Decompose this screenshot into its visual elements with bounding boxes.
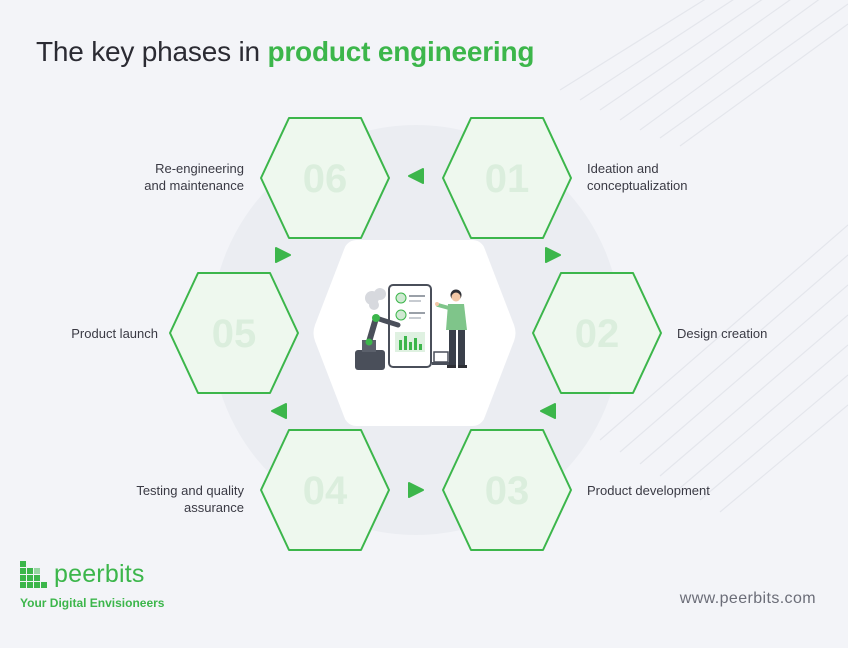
brand-name: peerbits [54,560,145,588]
triangle-arrow-icon [271,403,287,419]
phase-label-03: Product development [587,482,710,499]
website-url: www.peerbits.com [679,590,816,607]
phase-hexagon-02: 02 [532,272,662,394]
decorative-stripes [559,0,848,513]
phase-hexagon-03: 03 [442,429,572,551]
phase-hexagon-05: 05 [169,272,299,394]
hexagon-shape [442,429,572,551]
phase-number: 04 [303,469,348,513]
hexagon-shape [442,117,572,239]
phase-number: 03 [485,469,530,513]
hexagon-shape [169,272,299,394]
phase-label-line: Re-engineering [155,161,244,176]
phase-number: 05 [212,312,257,356]
hexagon-shape [532,272,662,394]
triangle-arrow-icon [275,247,291,263]
phase-label-line: Product launch [71,326,158,341]
phase-number: 02 [575,312,620,356]
phase-label-line: Ideation and [587,161,659,176]
triangle-arrow-icon [408,168,424,184]
phase-hexagon-06: 06 [260,117,390,239]
phase-hexagon-04: 04 [260,429,390,551]
phase-label-04: Testing and quality assurance [136,482,244,516]
triangle-arrow-icon [540,403,556,419]
phase-label-05: Product launch [71,325,158,342]
brand-tagline: Your Digital Envisioneers [20,596,165,610]
phase-number: 01 [485,157,530,201]
phase-label-line: Product development [587,483,710,498]
title-highlight: product engineering [267,36,535,67]
page-title: The key phases in product engineering [36,36,535,68]
phase-label-line: Design creation [677,326,768,341]
phase-label-01: Ideation and conceptualization [587,160,687,194]
brand-logo: peerbits [20,560,145,589]
phase-number: 06 [303,157,348,201]
phase-label-line: Testing and quality [136,483,244,498]
hexagon-shape [260,117,390,239]
phase-label-line: and maintenance [144,178,244,193]
phase-label-line: conceptualization [587,178,688,193]
triangle-arrow-icon [408,482,424,498]
phase-label-line: assurance [184,500,244,515]
phase-hexagon-01: 01 [442,117,572,239]
phase-label-06: Re-engineering and maintenance [144,160,244,194]
robot-arm-engineer-illustration [355,284,467,370]
peerbits-grid-logo-icon [20,560,47,588]
hexagon-shape [260,429,390,551]
title-prefix: The key phases in [36,36,260,67]
triangle-arrow-icon [545,247,561,263]
phase-label-02: Design creation [677,325,767,342]
